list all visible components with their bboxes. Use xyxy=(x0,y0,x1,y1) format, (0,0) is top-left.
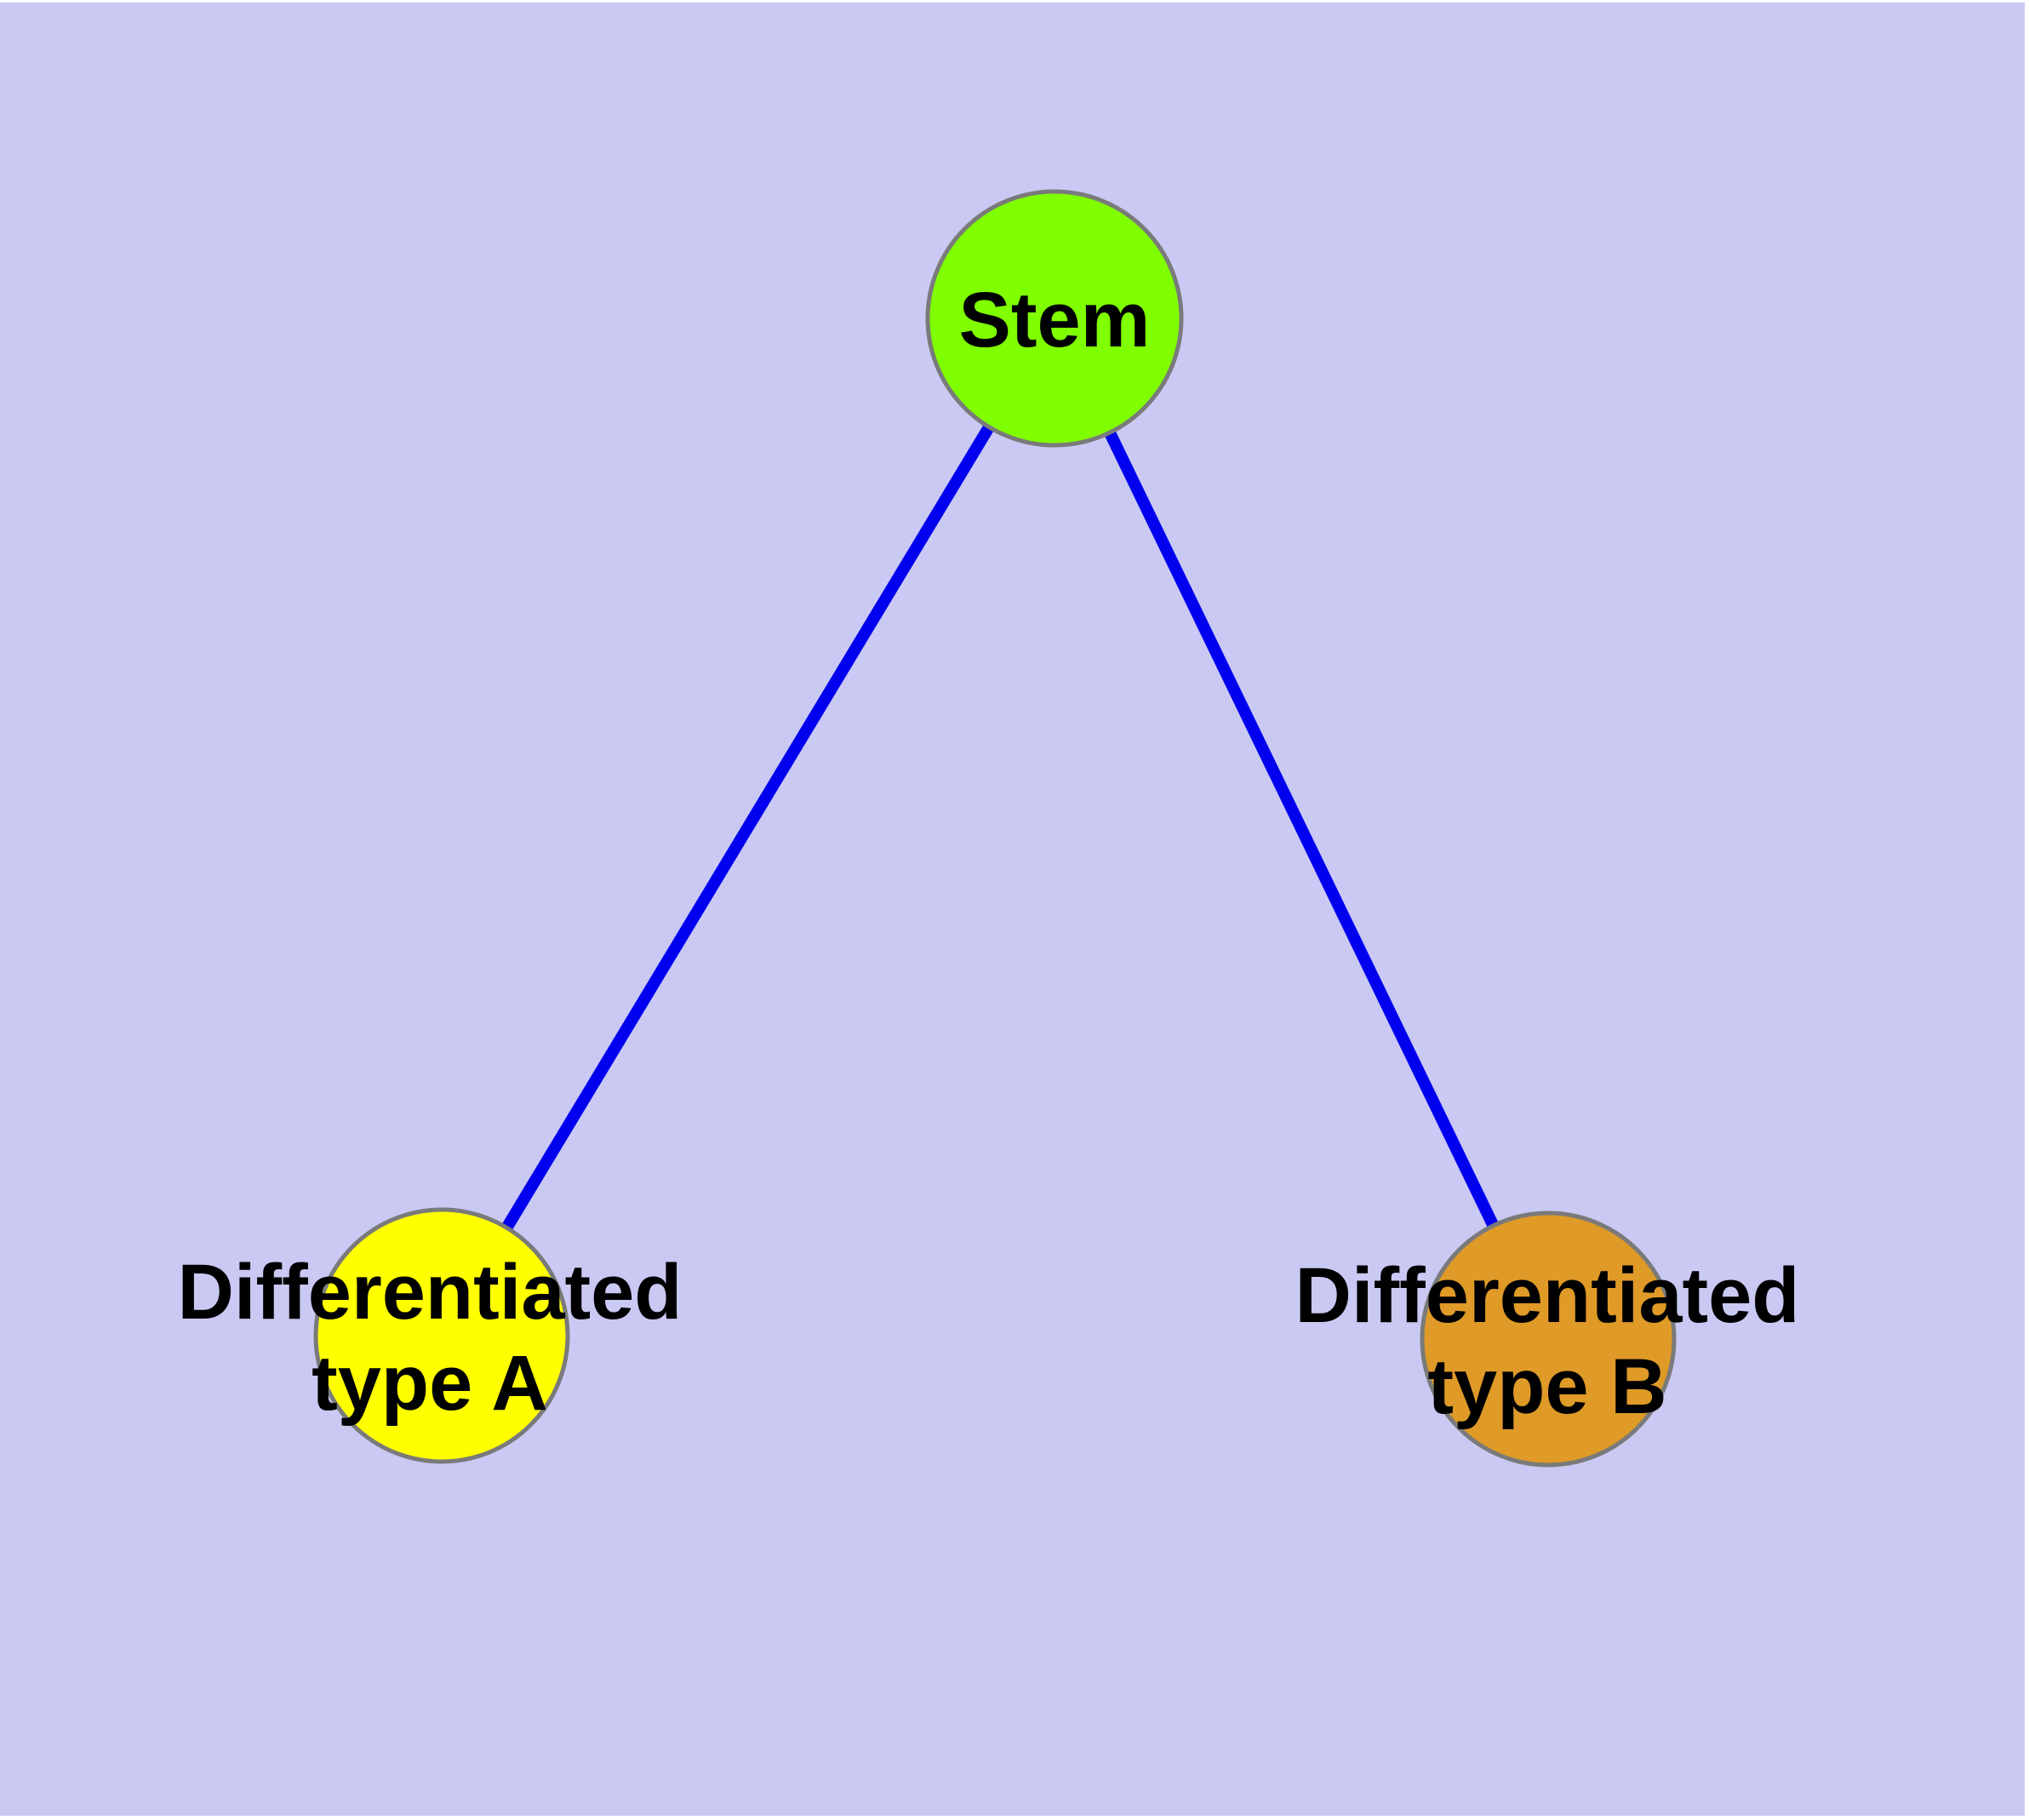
node-type-a-label-line1: Differentiated xyxy=(178,1249,683,1336)
node-type-b-circle xyxy=(1420,1210,1677,1468)
node-stem-label: Stem xyxy=(959,277,1151,363)
node-type-a-circle xyxy=(313,1207,570,1464)
edge-stem-to-type-a xyxy=(437,315,1060,1339)
edge-stem-to-type-b xyxy=(1049,315,1554,1342)
node-type-b-label-line1: Differentiated xyxy=(1295,1252,1800,1339)
node-stem-circle xyxy=(925,189,1184,448)
node-type-a-label-line2: type A xyxy=(311,1340,548,1427)
node-type-b-label-line2: type B xyxy=(1427,1343,1666,1430)
